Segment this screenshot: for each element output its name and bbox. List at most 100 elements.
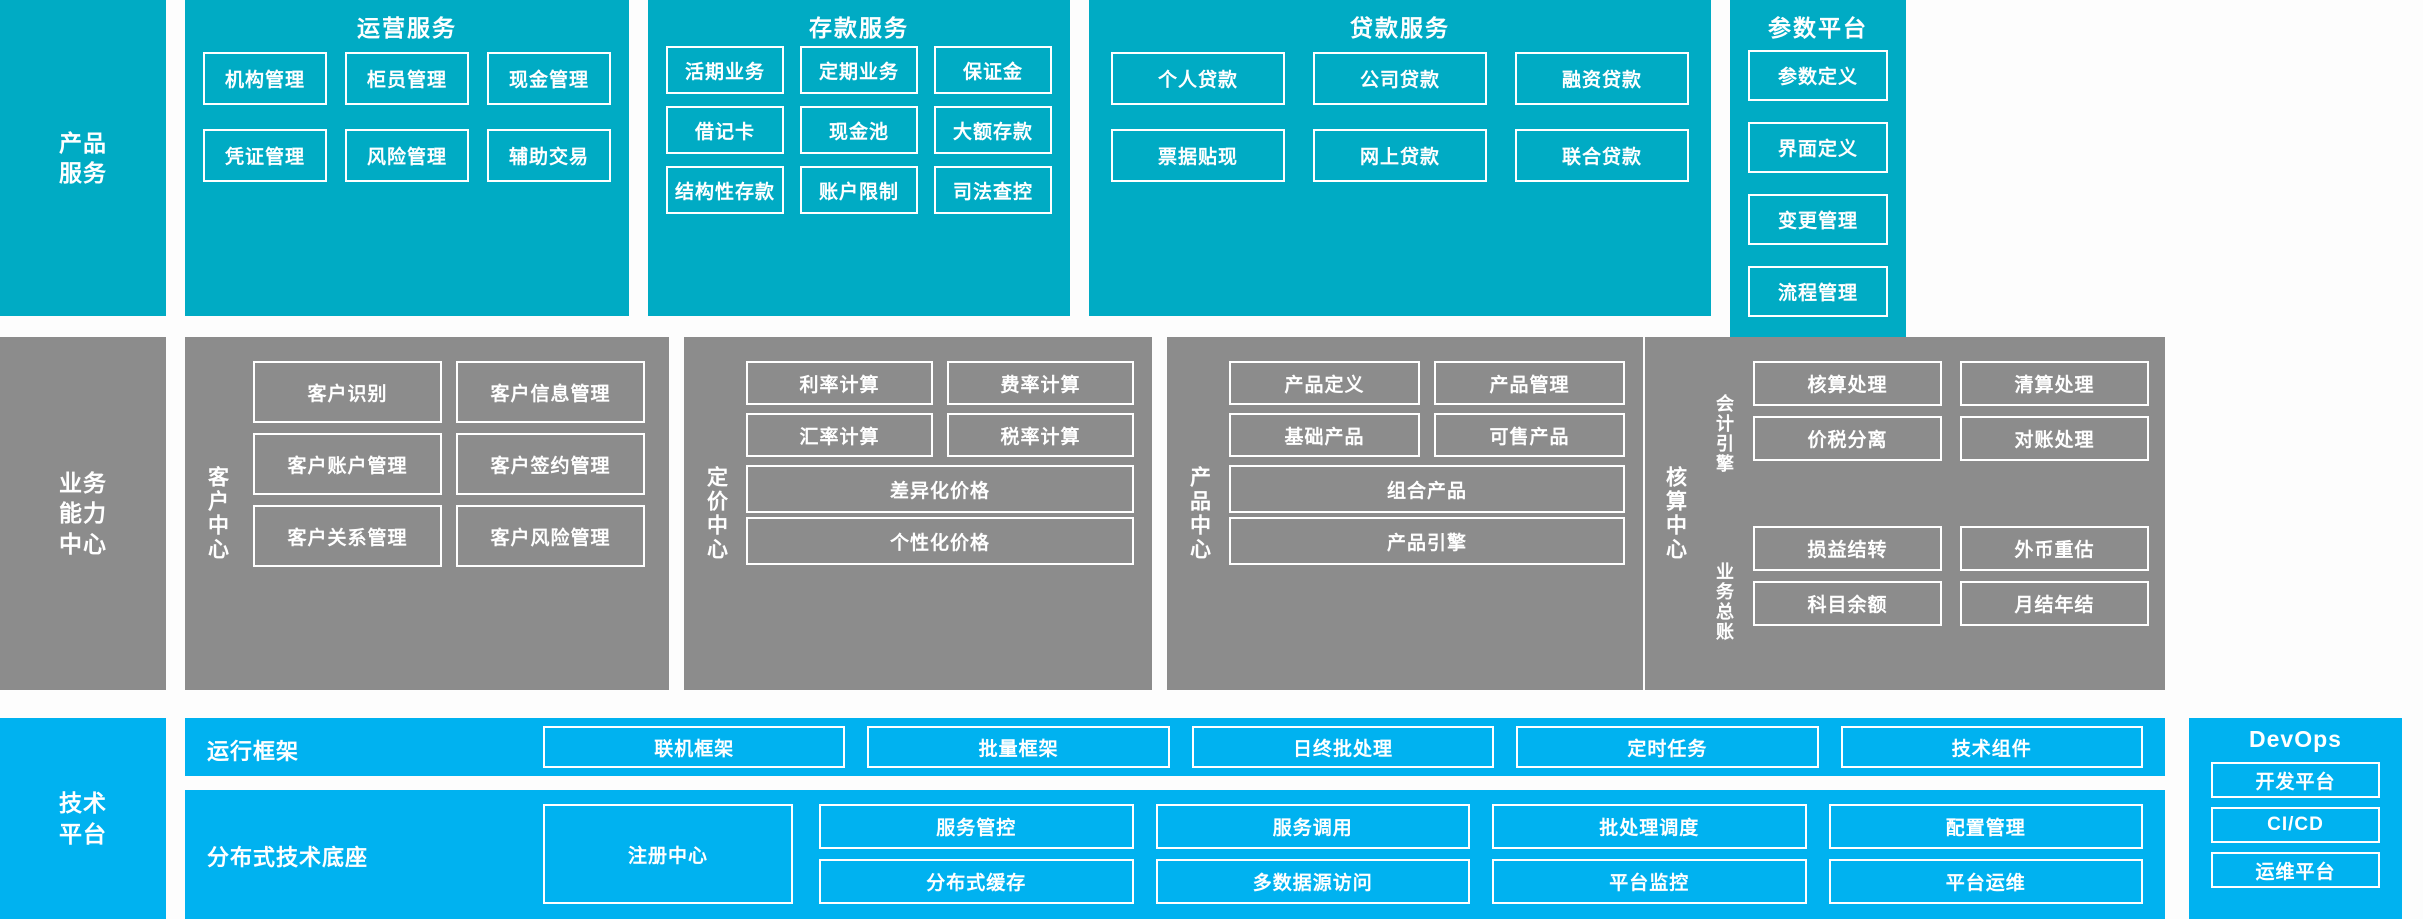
- capability-cell[interactable]: 定期业务: [800, 46, 918, 94]
- capability-cell[interactable]: 服务管控: [819, 804, 1134, 849]
- capability-cell[interactable]: 结构性存款: [666, 166, 784, 214]
- capability-cell[interactable]: 平台监控: [1492, 859, 1807, 904]
- group-pricing-center: 定价中心 利率计算 费率计算 汇率计算 税率计算 差异化价格 个性化价格: [684, 337, 1152, 690]
- layer-label-line1: 技术: [59, 790, 107, 817]
- layer-label-line2: 平台: [59, 820, 107, 847]
- capability-cell[interactable]: 联机框架: [543, 726, 846, 768]
- capability-cell-registry[interactable]: 注册中心: [543, 804, 793, 904]
- capability-cell[interactable]: 辅助交易: [487, 129, 611, 182]
- group-label-distributed-base: 分布式技术底座: [207, 845, 369, 870]
- layer-label-line3: 中心: [59, 530, 107, 557]
- capability-cell[interactable]: 柜员管理: [345, 52, 469, 105]
- capability-cell[interactable]: 产品定义: [1229, 361, 1420, 405]
- capability-cell[interactable]: 现金管理: [487, 52, 611, 105]
- capability-cell[interactable]: 配置管理: [1828, 804, 2143, 849]
- group-distributed-base: 分布式技术底座 注册中心 服务管控 服务调用 批处理调度 配置管理 分布式缓存 …: [185, 790, 2165, 919]
- capability-cell-wide[interactable]: 个性化价格: [746, 517, 1134, 565]
- capability-cell[interactable]: 日终批处理: [1191, 726, 1495, 768]
- capability-cell[interactable]: 平台运维: [1828, 859, 2143, 904]
- capability-cell[interactable]: 客户关系管理: [253, 505, 442, 567]
- capability-cell[interactable]: 联合贷款: [1515, 129, 1689, 182]
- side-column-title-devops: DevOps: [2249, 726, 2342, 752]
- capability-cell[interactable]: 费率计算: [947, 361, 1134, 405]
- loan-service-grid: 个人贷款 公司贷款 融资贷款 票据贴现 网上贷款 联合贷款: [1111, 52, 1689, 182]
- capability-cell[interactable]: 产品管理: [1434, 361, 1625, 405]
- accounting-center-grid: 核算处理 清算处理 价税分离 对账处理 损益结转 外币重估 科目余额 月结年结: [1753, 361, 2149, 626]
- capability-cell[interactable]: 账户限制: [800, 166, 918, 214]
- side-column-devops: DevOps 开发平台 CI/CD 运维平台: [2189, 718, 2402, 919]
- capability-cell-wide[interactable]: 组合产品: [1229, 465, 1625, 513]
- group-vertical-label-product-center: 产品中心: [1187, 465, 1211, 562]
- list-item[interactable]: 运维平台: [2211, 852, 2380, 888]
- layer-label-technology-platform: 技术 平台: [0, 718, 166, 919]
- group-label-runtime-framework: 运行框架: [207, 739, 300, 764]
- capability-cell[interactable]: 分布式缓存: [819, 859, 1134, 904]
- distributed-base-grid: 服务管控 服务调用 批处理调度 配置管理 分布式缓存 多数据源访问 平台监控 平…: [819, 804, 2143, 904]
- capability-cell-wide[interactable]: 产品引擎: [1229, 517, 1625, 565]
- grid-spacer: [1753, 471, 2149, 484]
- capability-cell[interactable]: 融资贷款: [1515, 52, 1689, 105]
- capability-cell[interactable]: 客户风险管理: [456, 505, 645, 567]
- capability-cell[interactable]: 公司贷款: [1313, 52, 1487, 105]
- capability-cell[interactable]: 客户签约管理: [456, 433, 645, 495]
- capability-cell[interactable]: 可售产品: [1434, 413, 1625, 457]
- list-item[interactable]: 流程管理: [1748, 266, 1888, 317]
- group-title-loan-service: 贷款服务: [1350, 15, 1450, 41]
- capability-cell[interactable]: 大额存款: [934, 106, 1052, 154]
- capability-cell[interactable]: 现金池: [800, 106, 918, 154]
- list-item[interactable]: 开发平台: [2211, 762, 2380, 798]
- capability-cell[interactable]: 批处理调度: [1492, 804, 1807, 849]
- capability-cell[interactable]: 活期业务: [666, 46, 784, 94]
- capability-cell[interactable]: 保证金: [934, 46, 1052, 94]
- capability-cell[interactable]: 外币重估: [1960, 526, 2149, 571]
- capability-cell[interactable]: 风险管理: [345, 129, 469, 182]
- capability-cell-wide[interactable]: 差异化价格: [746, 465, 1134, 513]
- capability-cell[interactable]: 客户识别: [253, 361, 442, 423]
- capability-cell[interactable]: 借记卡: [666, 106, 784, 154]
- list-item[interactable]: 界面定义: [1748, 122, 1888, 173]
- capability-cell[interactable]: 服务调用: [1155, 804, 1470, 849]
- list-item[interactable]: 参数定义: [1748, 50, 1888, 101]
- group-title-operation-service: 运营服务: [357, 15, 457, 41]
- capability-cell[interactable]: 价税分离: [1753, 416, 1942, 461]
- capability-cell[interactable]: 司法查控: [934, 166, 1052, 214]
- capability-cell[interactable]: 技术组件: [1840, 726, 2143, 768]
- capability-cell[interactable]: 损益结转: [1753, 526, 1942, 571]
- capability-cell[interactable]: 客户信息管理: [456, 361, 645, 423]
- capability-cell[interactable]: 税率计算: [947, 413, 1134, 457]
- capability-cell[interactable]: 网上贷款: [1313, 129, 1487, 182]
- capability-cell[interactable]: 凭证管理: [203, 129, 327, 182]
- group-accounting-center: 核算中心 会计引擎 业务总账 核算处理 清算处理 价税分离 对账处理 损益结转 …: [1645, 337, 2165, 690]
- group-runtime-framework: 运行框架 联机框架 批量框架 日终批处理 定时任务 技术组件: [185, 718, 2165, 776]
- capability-cell[interactable]: 月结年结: [1960, 581, 2149, 626]
- capability-cell[interactable]: 个人贷款: [1111, 52, 1285, 105]
- capability-cell[interactable]: 多数据源访问: [1155, 859, 1470, 904]
- side-column-title-parameter-platform: 参数平台: [1768, 15, 1868, 41]
- capability-cell[interactable]: 对账处理: [1960, 416, 2149, 461]
- capability-cell[interactable]: 核算处理: [1753, 361, 1942, 406]
- group-vertical-label-pricing-center: 定价中心: [704, 465, 728, 562]
- list-item[interactable]: CI/CD: [2211, 807, 2380, 843]
- layer-label-product-service: 产品 服务: [0, 0, 166, 316]
- deposit-service-grid: 活期业务 定期业务 保证金 借记卡 现金池 大额存款 结构性存款 账户限制 司法…: [666, 46, 1052, 214]
- capability-cell[interactable]: 客户账户管理: [253, 433, 442, 495]
- capability-cell[interactable]: 基础产品: [1229, 413, 1420, 457]
- capability-cell[interactable]: 定时任务: [1516, 726, 1819, 768]
- capability-cell[interactable]: 票据贴现: [1111, 129, 1285, 182]
- layer-label-business-capability: 业务 能力 中心: [0, 337, 166, 690]
- capability-cell[interactable]: 科目余额: [1753, 581, 1942, 626]
- layer-label-line2: 能力: [59, 500, 107, 527]
- capability-cell[interactable]: 批量框架: [867, 726, 1170, 768]
- capability-cell[interactable]: 利率计算: [746, 361, 933, 405]
- layer-label-line2: 服务: [59, 160, 107, 186]
- list-item[interactable]: 变更管理: [1748, 194, 1888, 245]
- capability-cell[interactable]: 机构管理: [203, 52, 327, 105]
- capability-cell[interactable]: 汇率计算: [746, 413, 933, 457]
- pricing-center-grid: 利率计算 费率计算 汇率计算 税率计算 差异化价格 个性化价格: [746, 361, 1134, 565]
- layer-label-line1: 产品: [59, 129, 107, 156]
- group-title-deposit-service: 存款服务: [809, 15, 909, 41]
- group-vertical-label-customer-center: 客户中心: [205, 465, 229, 562]
- capability-cell[interactable]: 清算处理: [1960, 361, 2149, 406]
- sub-label-business-ledger: 业务总账: [1714, 561, 1734, 642]
- devops-list: 开发平台 CI/CD 运维平台: [2211, 762, 2380, 888]
